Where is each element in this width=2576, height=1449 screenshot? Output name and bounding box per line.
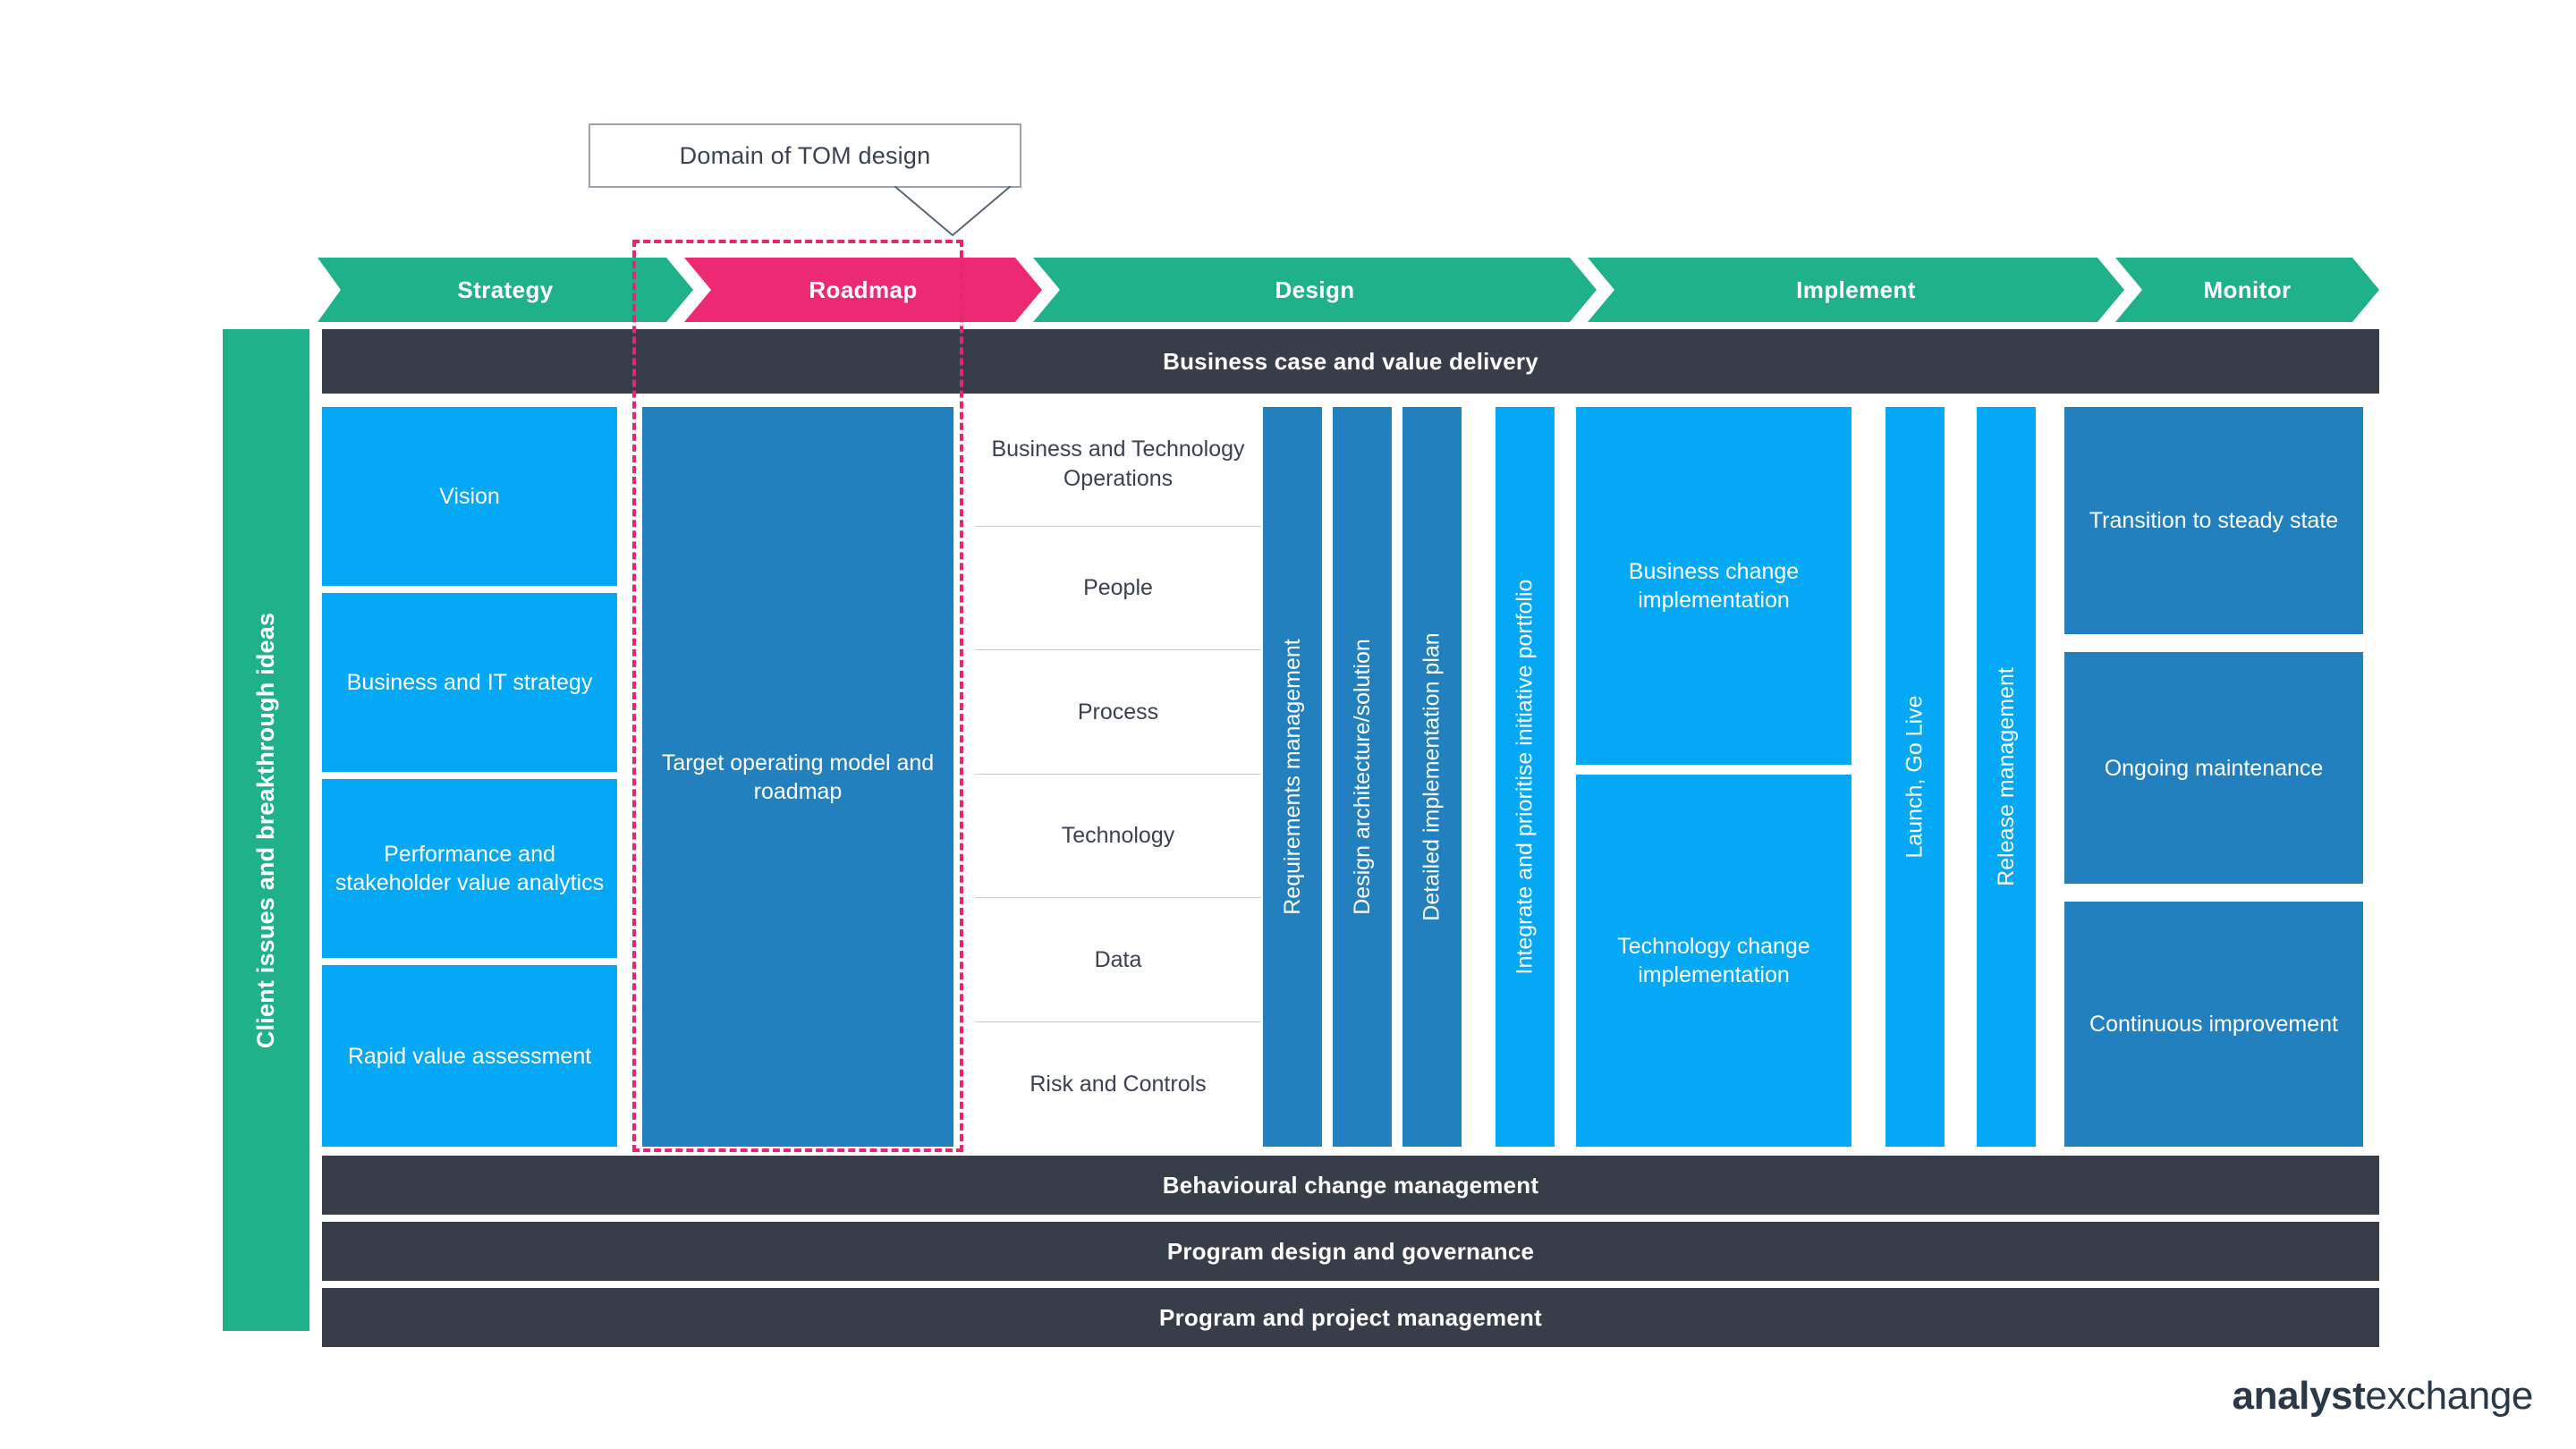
bottom-bar-label: Program and project management <box>1159 1303 1542 1331</box>
tile-label: Business change implementation <box>1628 559 1800 613</box>
tile-label: Target operating model and roadmap <box>661 750 935 804</box>
tile-ongoing-maintenance[interactable]: Ongoing maintenance <box>2064 652 2363 884</box>
capability-label: Business and Technology Operations <box>991 436 1245 491</box>
capability-label: People <box>1083 575 1153 601</box>
tile-business-and-it-strategy[interactable]: Business and IT strategy <box>322 593 617 772</box>
bottom-bar-program-design-and-governance: Program design and governance <box>322 1222 2379 1281</box>
vbar-release-management[interactable]: Release management <box>1977 407 2036 1147</box>
top-bar-label: Business case and value delivery <box>1163 347 1538 375</box>
phase-label-roadmap: Roadmap <box>809 275 918 303</box>
vbar-integrate-and-prioritise-initiative-portfolio[interactable]: Integrate and prioritise initiative port… <box>1496 407 1555 1147</box>
bottom-bar-label: Behavioural change management <box>1162 1171 1539 1199</box>
phase-chevron-design[interactable]: Design <box>1033 258 1597 322</box>
capability-item[interactable]: Technology <box>975 775 1261 899</box>
callout-box: Domain of TOM design <box>589 123 1021 188</box>
phase-label-implement: Implement <box>1796 275 1916 303</box>
vbar-label: Release management <box>1993 667 2019 886</box>
callout-label: Domain of TOM design <box>679 141 931 169</box>
capability-item[interactable]: Process <box>975 650 1261 775</box>
phase-chevron-implement[interactable]: Implement <box>1588 258 2124 322</box>
vbar-detailed-implementation-plan[interactable]: Detailed implementation plan <box>1402 407 1462 1147</box>
tile-target-operating-model-and-roadmap[interactable]: Target operating model and roadmap <box>642 407 953 1147</box>
tile-business-change-implementation[interactable]: Business change implementation <box>1576 407 1852 765</box>
vbar-requirements-management[interactable]: Requirements management <box>1263 407 1322 1147</box>
vbar-design-architecture-solution[interactable]: Design architecture/solution <box>1333 407 1392 1147</box>
phase-chevron-monitor[interactable]: Monitor <box>2115 258 2379 322</box>
tile-vision[interactable]: Vision <box>322 407 617 586</box>
vbar-launch-go-live[interactable]: Launch, Go Live <box>1885 407 1945 1147</box>
tile-label: Vision <box>439 484 500 509</box>
capability-item[interactable]: Business and Technology Operations <box>975 402 1261 527</box>
tile-rapid-value-assessment[interactable]: Rapid value assessment <box>322 965 617 1147</box>
phase-chevron-roadmap[interactable]: Roadmap <box>684 258 1042 322</box>
left-rail-client-issues: Client issues and breakthrough ideas <box>223 329 309 1331</box>
tile-label: Continuous improvement <box>2089 1012 2338 1037</box>
bottom-bar-label: Program design and governance <box>1166 1237 1535 1265</box>
vbar-label: Launch, Go Live <box>1902 695 1928 859</box>
tile-label: Technology change implementation <box>1617 934 1810 987</box>
phase-chevron-strategy[interactable]: Strategy <box>318 258 693 322</box>
tile-label: Transition to steady state <box>2089 508 2339 533</box>
vbar-label: Detailed implementation plan <box>1419 632 1445 921</box>
phase-label-strategy: Strategy <box>457 275 554 303</box>
tile-label: Rapid value assessment <box>347 1043 592 1069</box>
vbar-label: Integrate and prioritise initiative port… <box>1512 579 1538 975</box>
tile-label: Performance and stakeholder value analyt… <box>335 842 605 895</box>
capability-label: Risk and Controls <box>1030 1072 1207 1097</box>
tile-label: Ongoing maintenance <box>2104 755 2324 781</box>
analyst-exchange-logo: analystexchange <box>2232 1374 2534 1419</box>
capability-item[interactable]: People <box>975 527 1261 651</box>
top-bar-business-case: Business case and value delivery <box>322 329 2379 394</box>
logo-regular-text: exchange <box>2365 1374 2533 1418</box>
capability-label: Process <box>1077 699 1159 724</box>
capability-item[interactable]: Data <box>975 898 1261 1022</box>
logo-bold-text: analyst <box>2232 1374 2366 1418</box>
phase-label-design: Design <box>1275 275 1355 303</box>
vbar-label: Design architecture/solution <box>1349 639 1375 915</box>
tile-continuous-improvement[interactable]: Continuous improvement <box>2064 902 2363 1147</box>
tile-transition-to-steady-state[interactable]: Transition to steady state <box>2064 407 2363 634</box>
capability-list: Business and Technology Operations Peopl… <box>975 402 1261 1147</box>
capability-item[interactable]: Risk and Controls <box>975 1022 1261 1147</box>
callout-pointer-icon <box>894 186 1011 237</box>
left-rail-label: Client issues and breakthrough ideas <box>252 612 280 1048</box>
tile-performance-and-stakeholder-value-analytics[interactable]: Performance and stakeholder value analyt… <box>322 779 617 958</box>
tile-label: Business and IT strategy <box>346 670 593 695</box>
tile-technology-change-implementation[interactable]: Technology change implementation <box>1576 775 1852 1147</box>
phase-chevron-bar: Strategy Roadmap Design Implement Monito <box>318 258 2379 322</box>
vbar-label: Requirements management <box>1279 639 1305 915</box>
bottom-bar-behavioural-change-management: Behavioural change management <box>322 1156 2379 1215</box>
capability-label: Technology <box>1061 823 1175 849</box>
bottom-bar-program-and-project-management: Program and project management <box>322 1288 2379 1347</box>
phase-label-monitor: Monitor <box>2203 275 2292 303</box>
capability-label: Data <box>1094 946 1142 972</box>
